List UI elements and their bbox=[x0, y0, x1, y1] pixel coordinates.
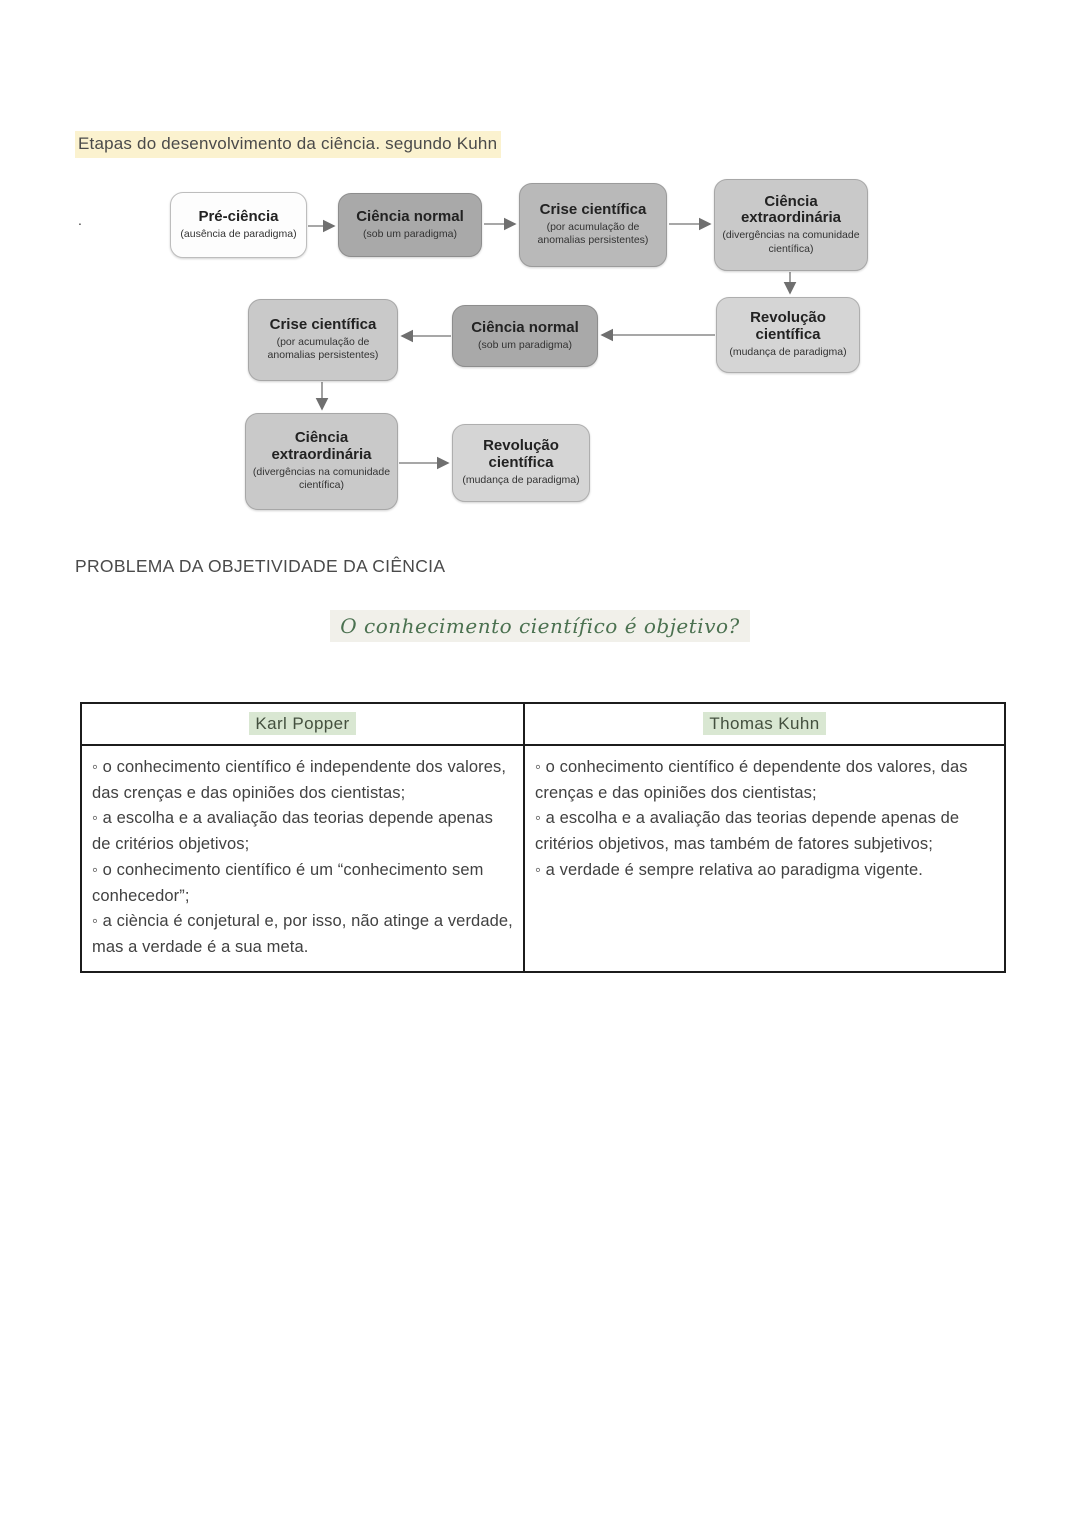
flow-box-title: Revolução científica bbox=[483, 437, 559, 472]
flow-box-title: Revolução científica bbox=[750, 309, 826, 344]
popper-cell: ◦ o conhecimento científico é independen… bbox=[80, 744, 525, 973]
flow-box-ciencia-extraordinaria-2: Ciência extraordinária (divergências na … bbox=[245, 413, 398, 510]
popper-list: ◦ o conhecimento científico é independen… bbox=[92, 755, 513, 961]
flow-box-pre-ciencia: Pré-ciência (ausência de paradigma) bbox=[170, 192, 307, 258]
flow-box-crise-cientifica-1: Crise científica (por acumulação de anom… bbox=[519, 183, 667, 267]
kuhn-flowchart: Pré-ciência (ausência de paradigma) Ciên… bbox=[0, 0, 1080, 560]
flow-box-subtitle: (divergências na comunidade científica) bbox=[252, 465, 391, 492]
flow-box-revolucao-cientifica-2: Revolução científica (mudança de paradig… bbox=[452, 424, 590, 502]
flow-box-title: Ciência normal bbox=[471, 318, 579, 336]
popper-item: ◦ a escolha e a avaliação das teorias de… bbox=[92, 809, 493, 854]
popper-kuhn-table: Karl Popper Thomas Kuhn ◦ o conhecimento… bbox=[80, 702, 1006, 973]
flow-box-title: Ciência extraordinária bbox=[271, 429, 372, 463]
popper-item: ◦ a ciència é conjetural e, por isso, nã… bbox=[92, 912, 513, 957]
kuhn-item: ◦ a verdade é sempre relativa ao paradig… bbox=[535, 860, 923, 879]
page-title: Etapas do desenvolvimento da ciência. se… bbox=[75, 131, 502, 158]
flow-box-subtitle: (divergências na comunidade científica) bbox=[722, 229, 860, 255]
kuhn-item: ◦ a escolha e a avaliação das teorias de… bbox=[535, 809, 960, 854]
flow-box-subtitle: (por acumulação de anomalias persistente… bbox=[267, 335, 379, 362]
flow-box-subtitle: (por acumulação de anomalias persistente… bbox=[537, 220, 649, 247]
handwritten-question: O conhecimento científico é objetivo? bbox=[330, 610, 750, 642]
kuhn-list: ◦ o conhecimento científico é dependente… bbox=[535, 755, 994, 884]
flow-box-title: Ciência normal bbox=[356, 207, 464, 225]
flow-box-subtitle: (sob um paradigma) bbox=[363, 227, 457, 240]
popper-item: ◦ o conhecimento científico é independen… bbox=[92, 758, 507, 802]
header-thomas-kuhn-label: Thomas Kuhn bbox=[703, 712, 826, 735]
flow-box-subtitle: (ausência de paradigma) bbox=[180, 227, 297, 240]
flow-box-subtitle: (sob um paradigma) bbox=[478, 338, 572, 351]
flow-box-subtitle: (mudança de paradigma) bbox=[729, 345, 847, 358]
flow-box-ciencia-normal-2: Ciência normal (sob um paradigma) bbox=[452, 305, 598, 367]
flow-box-ciencia-extraordinaria-1: Ciência extraordinária (divergências na … bbox=[714, 179, 868, 271]
flow-box-revolucao-cientifica-1: Revolução científica (mudança de paradig… bbox=[716, 297, 860, 373]
flow-box-ciencia-normal-1: Ciência normal (sob um paradigma) bbox=[338, 193, 482, 257]
header-thomas-kuhn: Thomas Kuhn bbox=[523, 702, 1006, 746]
flow-box-subtitle: (mudança de paradigma) bbox=[462, 473, 580, 486]
question-row: O conhecimento científico é objetivo? bbox=[0, 610, 1080, 642]
flow-box-title: Ciência extraordinária bbox=[740, 192, 842, 227]
table-body-row: ◦ o conhecimento científico é independen… bbox=[80, 744, 1006, 973]
table-header-row: Karl Popper Thomas Kuhn bbox=[80, 702, 1006, 746]
flow-box-crise-cientifica-2: Crise científica (por acumulação de anom… bbox=[248, 299, 398, 381]
header-karl-popper: Karl Popper bbox=[80, 702, 525, 746]
flow-box-title: Crise científica bbox=[269, 315, 377, 333]
kuhn-cell: ◦ o conhecimento científico é dependente… bbox=[523, 744, 1006, 973]
flow-box-title: Crise científica bbox=[539, 200, 647, 218]
section-heading: PROBLEMA DA OBJETIVIDADE DA CIÊNCIA bbox=[75, 556, 446, 576]
popper-item: ◦ o conhecimento científico é um “conhec… bbox=[92, 860, 484, 905]
header-karl-popper-label: Karl Popper bbox=[249, 712, 356, 735]
stray-dot: . bbox=[78, 212, 82, 228]
kuhn-item: ◦ o conhecimento científico é dependente… bbox=[535, 758, 968, 802]
flow-box-title: Pré-ciência bbox=[198, 207, 279, 225]
